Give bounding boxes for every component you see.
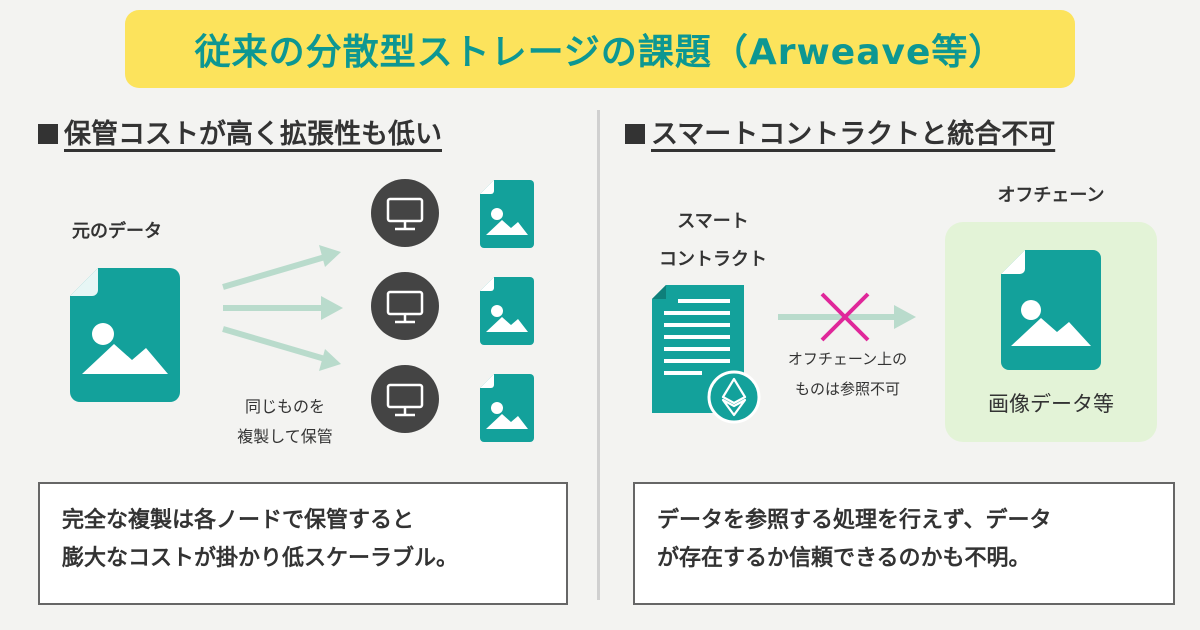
document-icon xyxy=(652,285,761,424)
left-heading-text: 保管コストが高く拡張性も低い xyxy=(64,119,442,150)
page-title: 従来の分散型ストレージの課題（Arweave等） xyxy=(194,32,1006,73)
arrow-icon xyxy=(321,296,343,320)
monitor-icon xyxy=(371,272,439,340)
smart-contract-label-line1: スマート xyxy=(677,211,749,232)
ethereum-icon xyxy=(721,377,747,417)
copy-label: 同じものを 複製して保管 xyxy=(220,392,350,452)
right-note-line1: データを参照する処理を行えず、データ xyxy=(657,508,1052,533)
left-note-box: 完全な複製は各ノードで保管すると 膨大なコストが掛かり低スケーラブル。 xyxy=(38,482,568,605)
square-bullet-icon xyxy=(38,124,58,144)
smart-contract-label: スマート コントラクト xyxy=(643,203,783,279)
right-section-heading: スマートコントラクトと統合不可 xyxy=(625,115,1055,155)
image-file-icon xyxy=(480,180,534,248)
arrow-icon xyxy=(319,245,341,267)
arrow-icon xyxy=(894,305,916,329)
monitor-icon xyxy=(371,179,439,247)
cross-icon xyxy=(820,292,870,342)
copy-label-line2: 複製して保管 xyxy=(237,427,333,446)
left-section-heading: 保管コストが高く拡張性も低い xyxy=(38,115,442,155)
image-file-icon xyxy=(1001,250,1101,370)
original-data-label: 元のデータ xyxy=(72,221,162,242)
right-note-box: データを参照する処理を行えず、データ が存在するか信頼できるのかも不明。 xyxy=(633,482,1175,605)
copy-label-line1: 同じものを xyxy=(244,397,325,416)
left-note-line1: 完全な複製は各ノードで保管すると xyxy=(62,508,415,533)
offchain-data-label: 画像データ等 xyxy=(988,392,1114,416)
monitor-icon xyxy=(371,365,439,433)
blocked-arrow xyxy=(778,292,916,342)
arrow-label: オフチェーン上の ものは参照不可 xyxy=(775,344,920,404)
arrow-label-line1: オフチェーン上の xyxy=(787,350,908,368)
square-bullet-icon xyxy=(625,124,645,144)
arrow-icon xyxy=(319,349,341,371)
left-note-line2: 膨大なコストが掛かり低スケーラブル。 xyxy=(62,546,459,571)
smart-contract-label-line2: コントラクト xyxy=(659,249,767,270)
offchain-label: オフチェーン xyxy=(997,185,1105,206)
section-divider xyxy=(597,110,600,600)
image-file-icon xyxy=(480,277,534,345)
right-note-line2: が存在するか信頼できるのかも不明。 xyxy=(657,546,1031,571)
right-heading-text: スマートコントラクトと統合不可 xyxy=(651,119,1056,150)
arrow-label-line2: ものは参照不可 xyxy=(794,380,900,398)
image-file-icon xyxy=(480,374,534,442)
replication-arrows xyxy=(222,245,343,371)
image-file-icon xyxy=(70,268,180,402)
title-banner: 従来の分散型ストレージの課題（Arweave等） xyxy=(125,10,1075,88)
